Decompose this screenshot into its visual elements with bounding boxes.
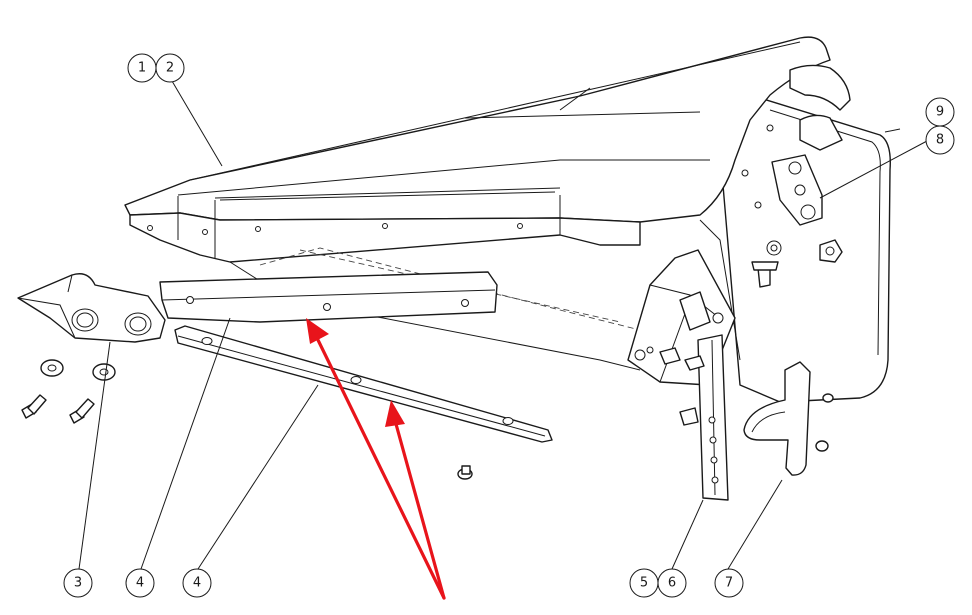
callout-5-label: 5 — [640, 576, 648, 591]
callout-8-label: 8 — [936, 133, 944, 148]
arrow-head-upper — [306, 318, 329, 344]
leader-lines — [78, 80, 928, 570]
arrow-to-lower-skid — [394, 422, 446, 600]
hinge-bracket-assembly — [627, 249, 736, 501]
arrow-head-lower — [385, 400, 405, 427]
callout-1: 1 — [127, 53, 157, 83]
callout-3-label: 3 — [74, 576, 82, 591]
callout-9-label: 9 — [936, 105, 944, 120]
fasteners-left — [21, 359, 116, 424]
callout-7: 7 — [714, 568, 744, 598]
callouts: 1 2 9 8 3 4 4 5 — [63, 53, 955, 598]
callout-5: 5 — [629, 568, 659, 598]
callout-6-label: 6 — [668, 576, 676, 591]
arrow-to-upper-skid — [316, 338, 446, 600]
small-bolt-mid — [457, 465, 473, 480]
upper-skid-part — [159, 271, 498, 323]
callout-6: 6 — [657, 568, 687, 598]
callout-4-lower-skid: 4 — [182, 568, 212, 598]
callout-2: 2 — [155, 53, 185, 83]
bracket-hardware — [751, 154, 843, 288]
callout-3: 3 — [63, 568, 93, 598]
highlight-arrows — [306, 318, 446, 600]
callout-2-label: 2 — [166, 61, 174, 76]
callout-4a-label: 4 — [136, 576, 144, 591]
hook-latch-part — [743, 361, 834, 476]
main-housing — [124, 36, 891, 403]
callout-8: 8 — [925, 125, 955, 155]
callout-4b-label: 4 — [193, 576, 201, 591]
nose-tip-part — [17, 273, 166, 343]
callout-4-upper-skid: 4 — [125, 568, 155, 598]
callout-9: 9 — [925, 97, 955, 127]
callout-7-label: 7 — [725, 576, 733, 591]
callout-1-label: 1 — [138, 61, 146, 76]
lower-skid-part — [174, 325, 553, 443]
